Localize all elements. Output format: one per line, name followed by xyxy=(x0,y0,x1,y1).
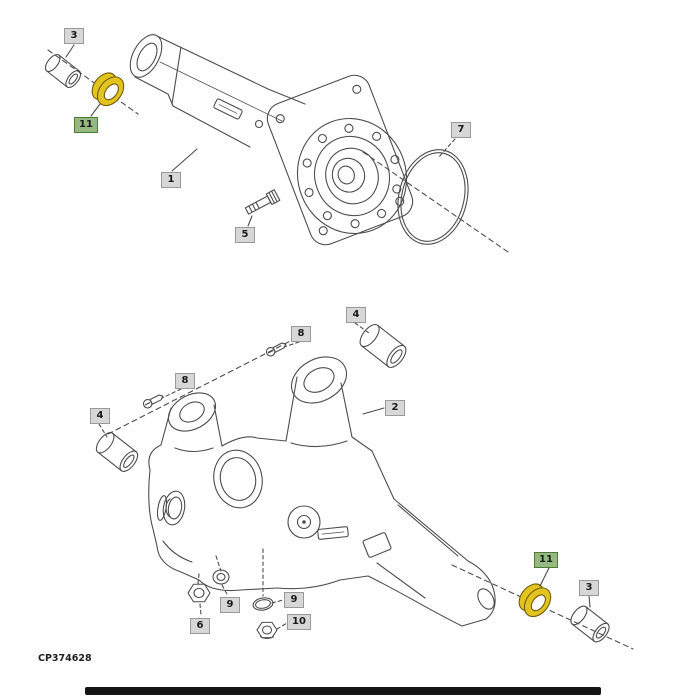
screw-8-right xyxy=(265,342,287,357)
axle-housing-2 xyxy=(148,356,496,627)
callout-3[interactable]: 3 xyxy=(579,580,599,596)
callout-7[interactable]: 7 xyxy=(451,122,471,138)
brand-stamp-bottom xyxy=(317,526,349,540)
axle-tube-housing-1 xyxy=(129,34,414,246)
bottom-bar xyxy=(85,687,601,695)
screw-8-left xyxy=(142,394,164,409)
seal-11-bottom xyxy=(518,583,552,618)
bolt-5 xyxy=(244,189,281,215)
callout-3[interactable]: 3 xyxy=(64,28,84,44)
nut-6 xyxy=(187,583,211,603)
callout-1[interactable]: 1 xyxy=(161,172,181,188)
seal-11-top xyxy=(91,72,125,107)
bushing-4-left xyxy=(95,432,139,472)
axis-line-bottom-left xyxy=(107,330,311,435)
callout-6[interactable]: 6 xyxy=(190,618,210,634)
bushing-3-top xyxy=(44,53,82,89)
top-assembly xyxy=(44,34,509,253)
callout-4[interactable]: 4 xyxy=(346,307,366,323)
plug-10 xyxy=(256,621,278,640)
leader-lines-top xyxy=(65,44,456,227)
callout-8[interactable]: 8 xyxy=(291,326,311,342)
callout-4[interactable]: 4 xyxy=(90,408,110,424)
callout-2[interactable]: 2 xyxy=(385,400,405,416)
callout-11[interactable]: 11 xyxy=(534,552,558,568)
brand-stamp-top xyxy=(213,98,243,120)
oring-9 xyxy=(252,597,274,611)
callout-8[interactable]: 8 xyxy=(175,373,195,389)
callout-10[interactable]: 10 xyxy=(287,614,311,630)
callout-9[interactable]: 9 xyxy=(220,597,240,613)
callout-11[interactable]: 11 xyxy=(74,117,98,133)
callout-9[interactable]: 9 xyxy=(284,592,304,608)
callout-5[interactable]: 5 xyxy=(235,227,255,243)
washer-9 xyxy=(212,569,230,585)
bushing-3-bottom xyxy=(570,605,610,643)
leader-lines-bottom xyxy=(98,322,591,630)
oring-7 xyxy=(397,149,469,245)
drawing-code: CP374628 xyxy=(38,653,92,664)
bottom-assembly xyxy=(95,322,634,650)
bushing-4-right xyxy=(359,323,407,369)
axis-line-top-right xyxy=(362,151,509,253)
axis-line-top-left xyxy=(47,49,139,115)
